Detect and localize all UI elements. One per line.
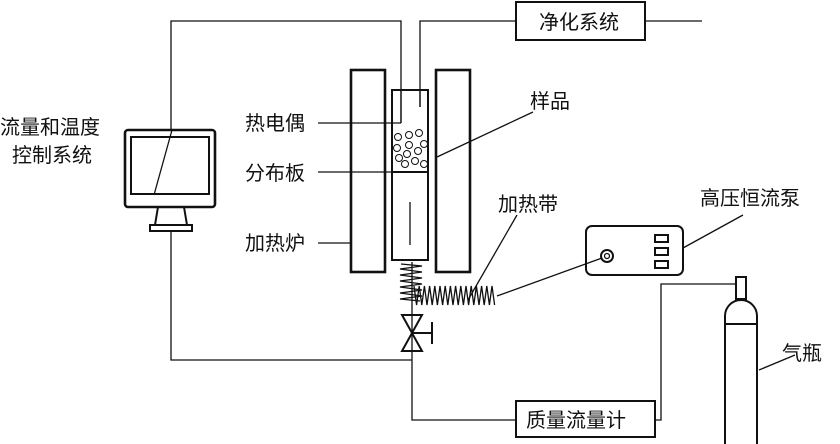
valve-icon[interactable] xyxy=(400,314,433,352)
distributor-label: 分布板 xyxy=(245,161,305,185)
pump-label: 高压恒流泵 xyxy=(700,186,800,210)
control-system-label-2: 控制系统 xyxy=(12,143,92,167)
control-computer xyxy=(123,128,217,232)
gas-cylinder xyxy=(724,276,758,444)
flowmeter-to-cylinder-line xyxy=(655,283,737,421)
connection-lines xyxy=(170,20,737,421)
gas-cylinder-label: 气瓶 xyxy=(782,341,822,365)
heating-tape xyxy=(413,285,496,306)
heating-furnace xyxy=(349,68,472,274)
high-pressure-pump xyxy=(585,225,684,276)
purification-box xyxy=(515,1,646,41)
furnace-label: 加热炉 xyxy=(245,231,305,255)
thermocouple-label: 热电偶 xyxy=(245,111,305,135)
monitor-screen xyxy=(130,136,210,195)
outlet-to-purification-line xyxy=(419,20,516,107)
pump-knob-icon xyxy=(600,249,614,263)
control-system-label-1: 流量和温度 xyxy=(0,115,100,139)
mass-flow-meter-box xyxy=(515,400,656,438)
sample-particles xyxy=(393,129,428,168)
mass-flow-meter-label: 质量流量计 xyxy=(526,408,626,432)
purification-label: 净化系统 xyxy=(539,10,619,34)
reactor-tube xyxy=(391,89,429,261)
control-to-valve-line xyxy=(170,232,412,361)
heating-tape-label: 加热带 xyxy=(498,192,558,216)
sample-label: 样品 xyxy=(530,89,570,113)
control-to-thermocouple-line xyxy=(170,20,402,130)
valve-to-flowmeter-line xyxy=(411,262,516,421)
monitor-frame xyxy=(123,128,217,209)
preheat-coil xyxy=(399,263,423,302)
